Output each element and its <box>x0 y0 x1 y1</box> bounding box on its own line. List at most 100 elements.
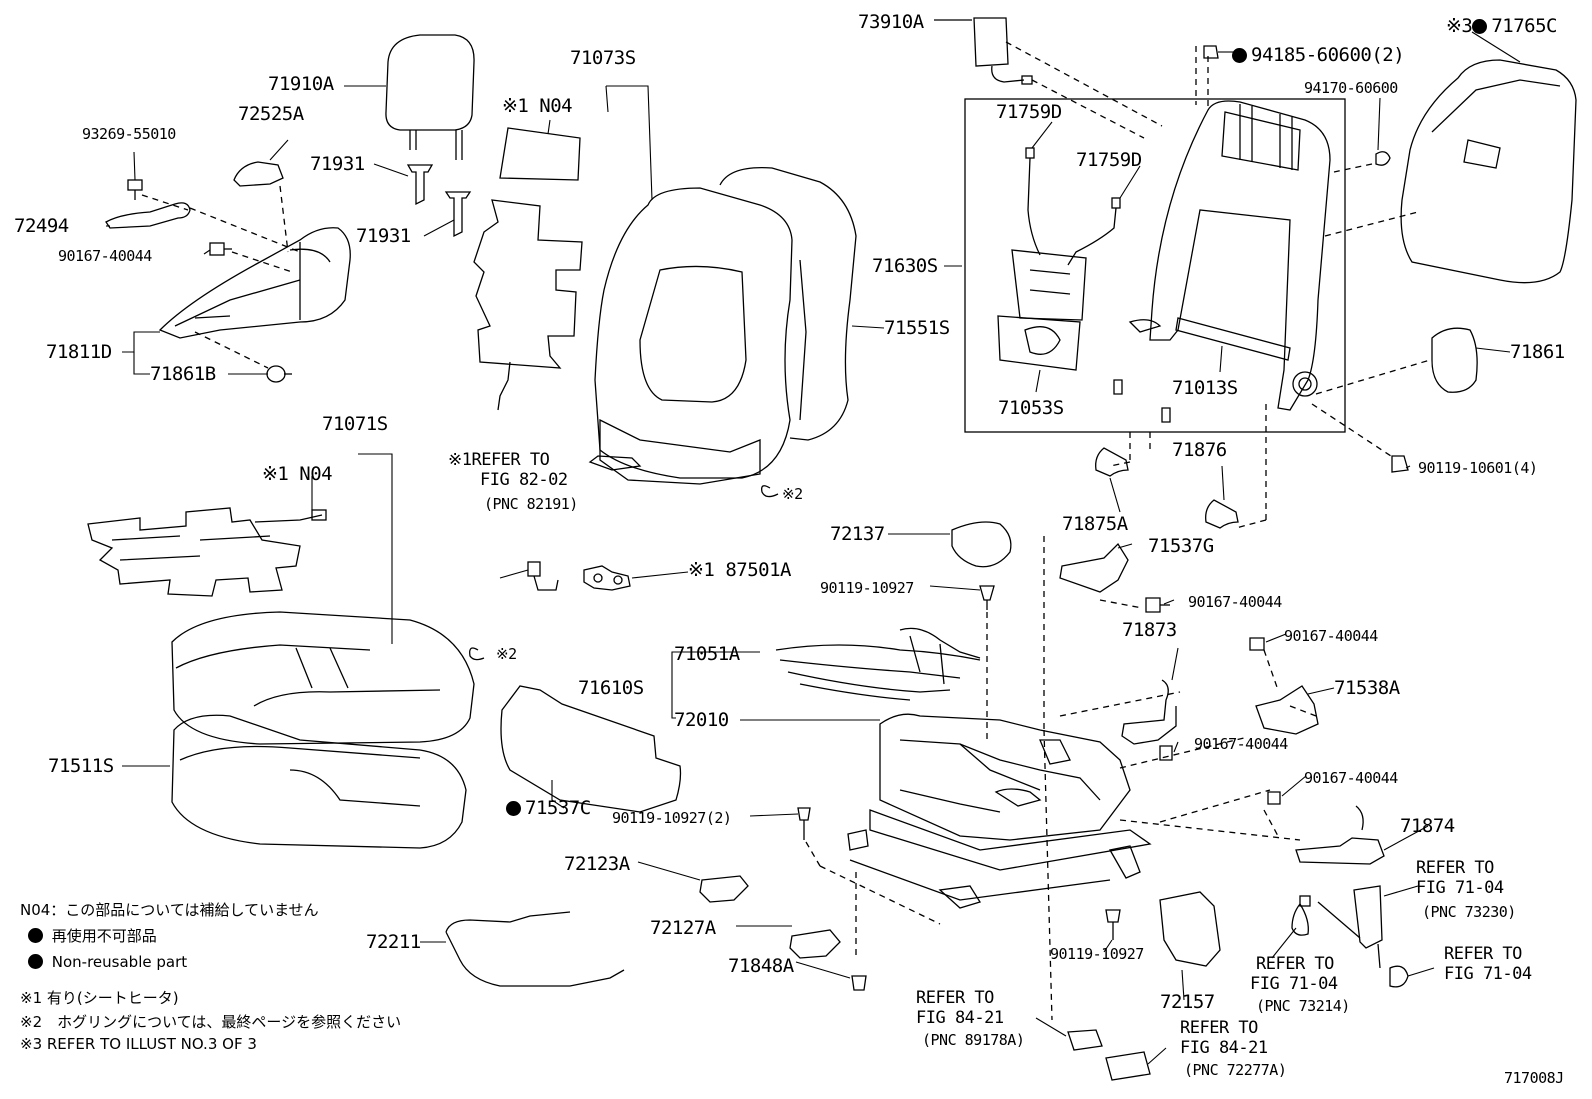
label-refer-71-04-b-line2: FIG 71-04 <box>1250 974 1338 994</box>
note1-mark: ※1 <box>688 559 715 581</box>
label-71873: 71873 <box>1122 619 1177 641</box>
connector-72277a-drawing <box>1105 1051 1151 1081</box>
legend-nonreusable-jp-text: 再使用不可部品 <box>51 927 157 945</box>
nut-94170-drawing <box>1375 151 1391 166</box>
lumbar-71053s-drawing <box>997 249 1087 371</box>
label-90119-10927-a: 90119-10927 <box>820 579 914 597</box>
label-71051a: 71051A <box>674 643 740 665</box>
label-71931-a: 71931 <box>310 153 365 175</box>
cover-72123a-drawing <box>699 875 749 903</box>
label-refer-71-04-c-line1: REFER TO <box>1444 944 1522 964</box>
cover-71537g-drawing <box>1059 542 1129 593</box>
label-71511s: 71511S <box>48 755 114 777</box>
label-n04-back: ※1 N04 <box>502 95 573 117</box>
label-73910a: 73910A <box>858 11 924 33</box>
label-71537g: 71537G <box>1148 535 1214 557</box>
nut-7104c-drawing <box>1389 965 1409 988</box>
label-71759d-a: 71759D <box>996 101 1062 123</box>
label-71551s: 71551S <box>884 317 950 339</box>
bracket-71874-drawing <box>1295 837 1385 865</box>
headrest-drawing <box>385 34 475 160</box>
label-71013s: 71013S <box>1172 377 1238 399</box>
label-71861: 71861 <box>1510 341 1565 363</box>
label-71861b: 71861B <box>150 363 216 385</box>
label-n04-cushion: ※1 N04 <box>262 463 333 485</box>
cap-71861-drawing <box>1431 327 1478 393</box>
label-refer-82-02-line3: (PNC 82191) <box>484 495 578 513</box>
cushion-cover-drawing <box>171 611 475 745</box>
bolt-90119-10601-drawing <box>1391 455 1409 473</box>
screw-90167a-drawing <box>209 242 232 256</box>
label-refer-71-04-a-line1: REFER TO <box>1416 858 1494 878</box>
connector-87501a-drawing <box>583 565 631 591</box>
note3-mark: ※3 <box>1446 15 1473 37</box>
label-refer-84-21-a-line3: (PNC 89178A) <box>922 1031 1025 1049</box>
cover-71875a-drawing <box>1095 447 1129 477</box>
label-note2-b: ※2 <box>496 645 517 663</box>
label-71811d: 71811D <box>46 341 112 363</box>
trim-71537c-drawing <box>500 685 682 813</box>
headrest-support-drawing <box>406 164 472 238</box>
module-73910a-drawing <box>973 17 1033 85</box>
heater-pad-cushion-drawing <box>87 507 327 597</box>
non-reusable-icon <box>28 954 43 969</box>
shield-71811d-drawing <box>158 227 351 339</box>
label-71537c: 71537C <box>506 798 591 818</box>
seatback-drawing <box>588 166 857 485</box>
label-90167-40044-b: 90167-40044 <box>1188 593 1282 611</box>
label-72137: 72137 <box>830 523 885 545</box>
label-71537c-text: 71537C <box>525 797 591 819</box>
legend-nonreusable-en-text: Non-reusable part <box>51 953 188 971</box>
bolt-90119-10927-2-drawing <box>797 807 811 840</box>
springs-71051a-drawing <box>775 627 981 701</box>
bracket-71873-drawing <box>1121 679 1177 745</box>
label-refer-84-21-b-line2: FIG 84-21 <box>1180 1038 1268 1058</box>
label-refer-71-04-b-line1: REFER TO <box>1256 954 1334 974</box>
leader-lines <box>106 31 1521 1065</box>
label-93269-55010: 93269-55010 <box>82 125 176 143</box>
back-board-71765c-drawing <box>1400 59 1577 284</box>
label-refer-84-21-a-line2: FIG 84-21 <box>916 1008 1004 1028</box>
bolt-90119-10927a-drawing <box>979 585 995 610</box>
label-refer-71-04-c-line2: FIG 71-04 <box>1444 964 1532 984</box>
label-94185-60600: 94185-60600(2) <box>1232 44 1405 66</box>
label-71759d-b: 71759D <box>1076 149 1142 171</box>
label-refer-84-21-a-line1: REFER TO <box>916 988 994 1008</box>
label-refer-84-21-b-line1: REFER TO <box>1180 1018 1258 1038</box>
cover-71876-drawing <box>1205 499 1239 529</box>
label-refer-84-21-b-line3: (PNC 72277A) <box>1184 1061 1287 1079</box>
label-90167-40044-a: 90167-40044 <box>58 247 152 265</box>
legend-note1: ※1 有り(シートヒータ) <box>20 989 179 1007</box>
illustration-id: 717008J <box>1504 1069 1564 1087</box>
label-71630s: 71630S <box>872 255 938 277</box>
label-71071s: 71071S <box>322 413 388 435</box>
cushion-pad-drawing <box>171 714 467 849</box>
label-87501a: ※1 87501A <box>688 560 791 580</box>
label-94185-60600-text: 94185-60600(2) <box>1251 44 1405 66</box>
label-71848a: 71848A <box>728 955 794 977</box>
cover-72127a-drawing <box>789 929 841 959</box>
label-refer-71-04-b-line3: (PNC 73214) <box>1256 997 1350 1015</box>
label-72010: 72010 <box>674 709 729 731</box>
label-note2-a: ※2 <box>782 485 803 503</box>
screw-71861b-drawing <box>266 365 292 383</box>
heater-pad-back-drawing <box>473 127 583 411</box>
knob-72525a-drawing <box>233 161 284 187</box>
bolt-90167d-drawing <box>1249 637 1265 651</box>
label-72157: 72157 <box>1160 991 1215 1013</box>
legend-note2: ※2 ホグリングについては、最終ページを参照ください <box>20 1013 402 1031</box>
non-reusable-icon <box>1472 19 1488 34</box>
lever-72494-drawing <box>105 202 191 229</box>
label-87501a-text: 87501A <box>725 559 791 581</box>
label-71876: 71876 <box>1172 439 1227 461</box>
assembly-box-71630s <box>964 98 1346 433</box>
bolt-90119-10927b-drawing <box>1105 909 1121 940</box>
label-90167-40044-c: 90167-40044 <box>1284 627 1378 645</box>
wire-71759d-drawing <box>1025 147 1121 266</box>
hog-ring-a-drawing <box>761 485 779 498</box>
label-refer-82-02-line2: FIG 82-02 <box>480 470 568 490</box>
label-90119-10601: 90119-10601(4) <box>1418 459 1538 477</box>
label-72494: 72494 <box>14 215 69 237</box>
connector-89178a-drawing <box>1067 1029 1103 1051</box>
